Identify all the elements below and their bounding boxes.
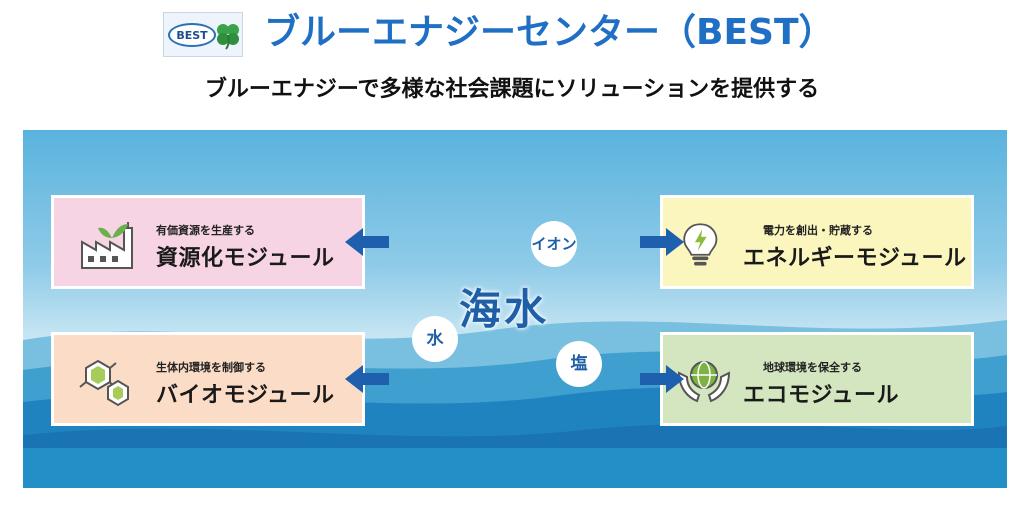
eco-module-title: エコモジュール	[743, 383, 899, 408]
energy-module-subtitle: 電力を創出・貯蔵する	[763, 224, 873, 237]
molecule-hexagon-icon	[79, 359, 129, 407]
best-logo: BEST	[163, 12, 243, 57]
resource-module: 有価資源を生産する 資源化モジュール	[51, 195, 365, 289]
arrow-to-eco-icon	[640, 365, 684, 393]
seawater-label: 海水	[459, 285, 550, 334]
bio-module-subtitle: 生体内環境を制御する	[156, 361, 266, 374]
resource-module-title: 資源化モジュール	[156, 246, 335, 271]
arrow-to-energy-icon	[640, 228, 684, 256]
eco-module: 地球環境を保全する エコモジュール	[660, 332, 974, 426]
header: BEST ブルーエナジーセンター（BEST） ブルーエナジーで多様な社会課題にソ…	[0, 0, 1024, 125]
bio-module-title: バイオモジュール	[156, 383, 335, 408]
arrow-to-bio-icon	[345, 365, 389, 393]
clover-icon	[217, 24, 239, 50]
factory-sprout-icon	[81, 222, 133, 269]
energy-module: 電力を創出・貯蔵する エネルギーモジュール	[660, 195, 974, 289]
arrow-to-resource-icon	[345, 228, 389, 256]
diagram-panel: 有価資源を生産する 資源化モジュール 生体内環境を制御する バイオモジュール 電…	[23, 130, 1007, 488]
resource-module-subtitle: 有価資源を生産する	[156, 224, 255, 237]
bio-module: 生体内環境を制御する バイオモジュール	[51, 332, 365, 426]
page-subtitle: ブルーエナジーで多様な社会課題にソリューションを提供する	[204, 77, 820, 102]
energy-module-title: エネルギーモジュール	[743, 246, 967, 271]
water-label: 水	[412, 316, 458, 362]
logo-best-text: BEST	[168, 23, 216, 47]
page-title: ブルーエナジーセンター（BEST）	[264, 12, 835, 53]
ion-label: イオン	[531, 221, 577, 267]
hands-globe-icon	[677, 361, 731, 403]
salt-label: 塩	[556, 341, 602, 387]
eco-module-subtitle: 地球環境を保全する	[763, 361, 862, 374]
lightbulb-bolt-icon	[683, 223, 718, 266]
